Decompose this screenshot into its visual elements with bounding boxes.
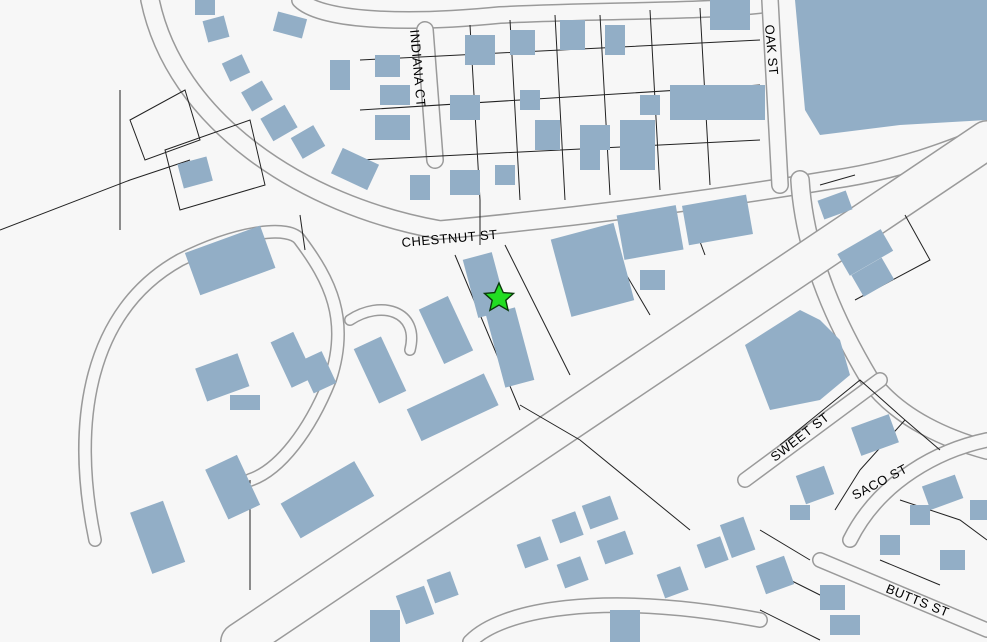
road-network bbox=[78, 0, 987, 642]
label-indiana-ct: INDIANA CT bbox=[407, 29, 429, 108]
label-oak-st: OAK ST bbox=[762, 24, 781, 76]
star-icon[interactable] bbox=[482, 281, 516, 312]
buildings bbox=[130, 0, 987, 642]
